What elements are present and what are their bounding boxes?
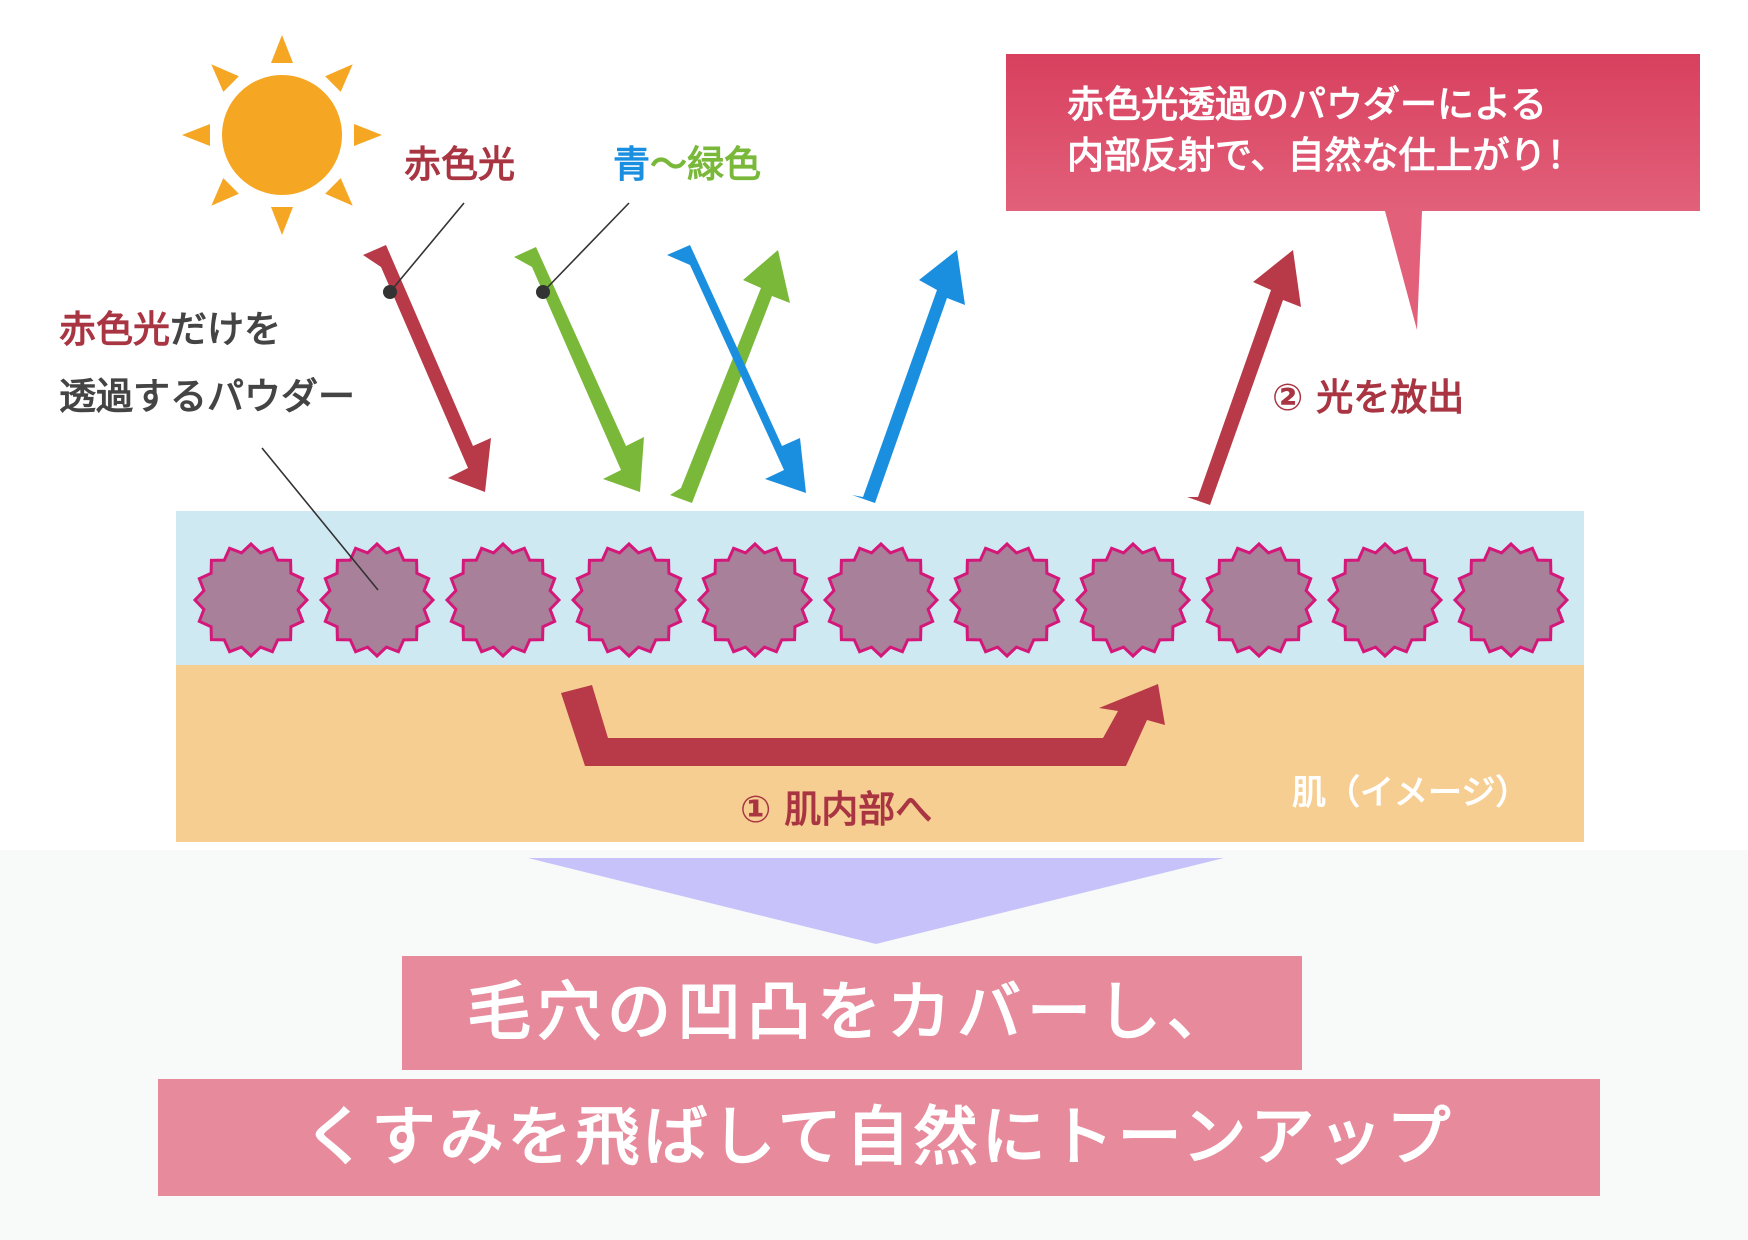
label-powder-line-1: 赤色光だけを: [59, 308, 281, 351]
red-light-emitted-arrow: [1187, 250, 1301, 505]
powder-particle: [1326, 541, 1444, 659]
powder-particle: [570, 541, 688, 659]
callout-bubble: [1006, 54, 1700, 330]
down-arrow-triangle: [528, 858, 1224, 944]
powder-particle: [318, 541, 436, 659]
summary-banner-line-2: くすみを飛ばして自然にトーンアップ: [158, 1079, 1600, 1196]
powder-particle: [822, 541, 940, 659]
powder-particle: [1074, 541, 1192, 659]
label-powder-red: 赤色光: [59, 308, 170, 351]
label-skin-image: 肌（イメージ）: [1292, 773, 1529, 813]
sun-icon: [182, 35, 382, 235]
powder-particles: [192, 541, 1570, 659]
leader-dot: [383, 285, 397, 299]
powder-particle: [696, 541, 814, 659]
powder-particle: [1200, 541, 1318, 659]
label-into-skin: ① 肌内部へ: [740, 788, 932, 831]
red-light-internal-arrow: [561, 684, 1165, 766]
label-emit: ② 光を放出: [1272, 376, 1464, 419]
label-red-light: 赤色光: [404, 143, 515, 186]
callout-line-1: 赤色光透過のパウダーによる: [1067, 83, 1547, 126]
callout-line-2: 内部反射で、自然な仕上がり！: [1067, 134, 1584, 177]
leader-dot: [536, 285, 550, 299]
powder-particle: [192, 541, 310, 659]
blue-light-reflected-arrow: [852, 250, 965, 503]
green-light-reflected-arrow: [670, 250, 790, 503]
powder-particle: [948, 541, 1066, 659]
label-tilde: 〜: [650, 143, 687, 186]
leader-lines: [261, 202, 630, 591]
green-light-incoming-arrow: [514, 247, 644, 492]
powder-particle: [444, 541, 562, 659]
label-powder-rest: だけを: [170, 308, 281, 351]
label-powder-line-2: 透過するパウダー: [59, 375, 355, 418]
red-light-incoming-arrow: [363, 245, 491, 492]
summary-banner-line-1: 毛穴の凹凸をカバーし、: [402, 956, 1302, 1070]
blue-light-absorbed-arrow: [667, 245, 806, 493]
label-blue-green: 青〜緑色: [613, 143, 761, 186]
label-green: 緑色: [687, 143, 761, 186]
label-blue: 青: [613, 143, 650, 186]
powder-particle: [1452, 541, 1570, 659]
